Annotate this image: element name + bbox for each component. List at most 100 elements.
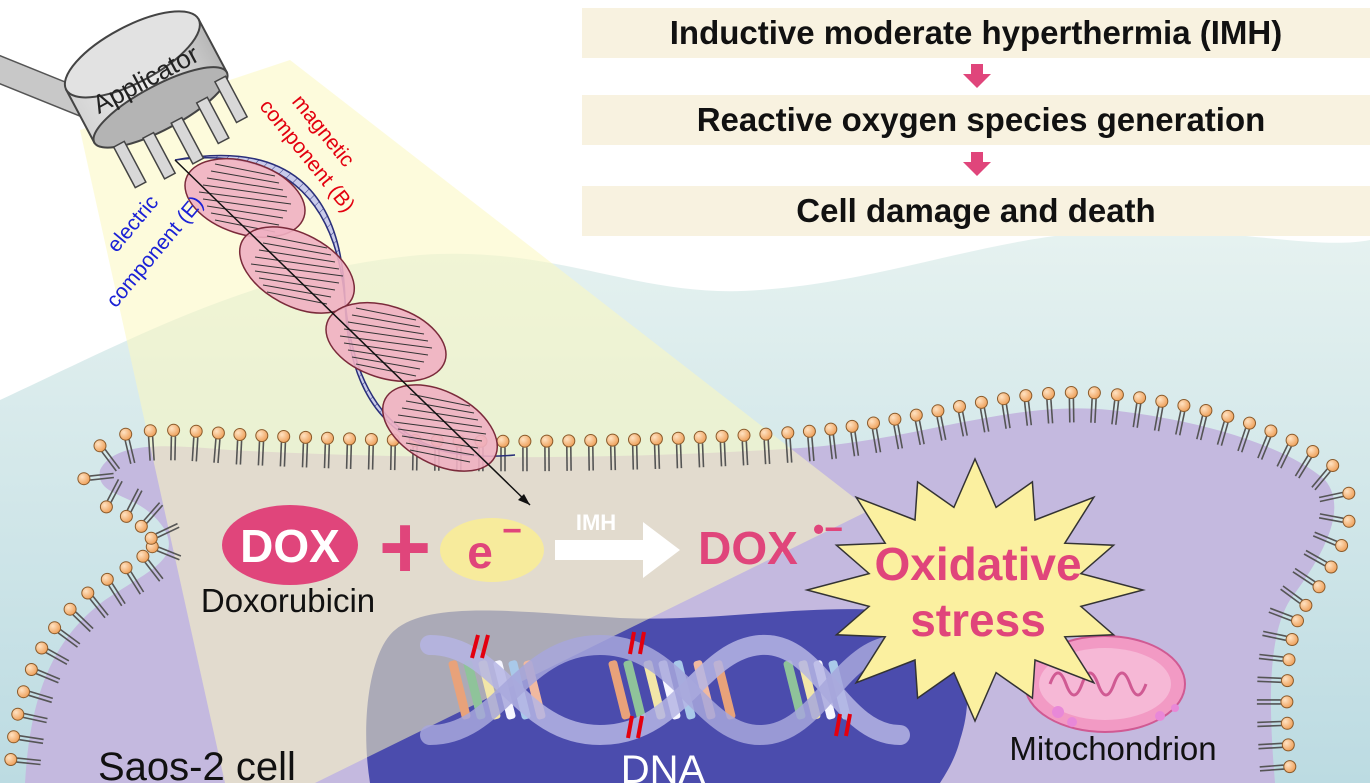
dna-label: DNA <box>621 748 706 783</box>
step-arrow-1 <box>963 64 991 88</box>
membrane-lipid <box>518 434 532 472</box>
doxorubicin-label: Doxorubicin <box>201 582 375 619</box>
electric-lobes <box>174 154 516 457</box>
membrane-lipid <box>48 621 81 648</box>
membrane-lipid <box>99 479 123 514</box>
electron-charge: − <box>502 512 522 550</box>
field-vector <box>258 249 336 263</box>
membrane-lipid <box>802 424 816 462</box>
step-box-2 <box>582 95 1370 145</box>
membrane-lipid <box>1318 513 1356 528</box>
membrane-lipid <box>364 433 378 470</box>
field-vector <box>198 191 292 205</box>
membrane-lipid <box>584 434 598 471</box>
cell-label: Saos-2 cell <box>98 745 296 783</box>
field-vector <box>405 442 475 456</box>
field-vector <box>202 184 288 198</box>
membrane-lipid <box>189 424 203 462</box>
membrane-lipid <box>1237 416 1256 453</box>
field-vector <box>409 449 471 463</box>
membrane-lipid <box>1257 716 1294 730</box>
field-vector <box>355 307 417 321</box>
base-pair <box>448 660 471 720</box>
base-pair <box>623 660 646 720</box>
field-vector <box>343 328 429 342</box>
field-vector <box>266 235 328 249</box>
field-vector <box>401 435 479 449</box>
membrane-lipid <box>540 434 554 472</box>
membrane-lipid <box>1311 459 1340 491</box>
process-steps: Inductive moderate hyperthermia (IMH) Re… <box>582 8 1370 236</box>
membrane-lipid <box>1276 433 1299 469</box>
membrane-lipid <box>671 431 685 469</box>
dox-radical: DOX <box>698 522 798 574</box>
membrane-lipid <box>781 426 795 463</box>
membrane-lipid <box>628 433 641 470</box>
electron-ellipse <box>440 518 544 582</box>
field-vector <box>250 263 344 277</box>
membrane-lipid <box>715 429 729 467</box>
membrane-lipid <box>1258 738 1295 752</box>
membrane-lipid <box>1019 389 1033 426</box>
field-vector <box>339 335 433 349</box>
membrane-lipid <box>119 561 145 595</box>
membrane-lipid <box>1280 585 1313 612</box>
membrane-lipid <box>649 432 663 470</box>
membrane-lipid <box>1294 445 1320 479</box>
membrane-lipid <box>1259 760 1297 774</box>
field-vector <box>254 270 340 284</box>
base-pair <box>608 660 631 720</box>
membrane-lipid <box>845 419 860 457</box>
membrane-lipid <box>144 522 180 545</box>
membrane-lipid <box>233 428 247 465</box>
stress-starburst <box>804 457 1146 723</box>
membrane-lipid <box>35 641 70 665</box>
membrane-lipid <box>931 404 947 441</box>
membrane-lipid <box>759 427 773 465</box>
field-vector <box>401 407 479 421</box>
applicator: Applicator <box>0 10 249 189</box>
membrane-lipid <box>1256 695 1294 709</box>
field-vector <box>343 342 429 356</box>
membrane-lipid <box>1257 674 1294 688</box>
wave-axis <box>174 159 531 506</box>
membrane-lipid <box>1303 549 1338 574</box>
membrane-lipid <box>1153 394 1169 432</box>
dna-helix <box>420 631 910 746</box>
membrane-lipid <box>606 433 620 471</box>
membrane-lipid <box>1196 404 1213 441</box>
membrane-lipid <box>1257 424 1278 460</box>
membrane-lipid <box>997 392 1011 429</box>
field-vector <box>409 393 471 407</box>
field-vector <box>347 349 425 363</box>
stress-line1: Oxidative <box>874 538 1081 590</box>
step-box-1 <box>582 8 1370 58</box>
step-arrow-2 <box>963 152 991 176</box>
imh-arrow-label: IMH <box>576 510 616 535</box>
mitochondrion-label: Mitochondrion <box>1009 730 1216 767</box>
membrane-lipid <box>1318 486 1356 503</box>
step-box-3 <box>582 186 1370 236</box>
membrane-lipid <box>737 428 751 466</box>
membrane-lipid <box>299 430 313 468</box>
dna-break-marks <box>470 631 852 739</box>
field-vector <box>351 356 421 370</box>
membrane-lipid <box>255 429 269 466</box>
field-vector <box>206 177 284 191</box>
field-vector <box>355 363 417 377</box>
field-vector <box>214 163 276 177</box>
field-vector <box>262 242 332 256</box>
membrane-lipid <box>134 502 164 533</box>
membrane-lipid <box>7 730 44 745</box>
reaction: DOX Doxorubicin + e − IMH DOX •− <box>201 498 843 619</box>
oxidative-stress-burst: Oxidative stress <box>804 457 1146 723</box>
membrane-lipid <box>17 685 54 704</box>
membrane-lipid <box>4 753 41 766</box>
membrane-lipid <box>1312 531 1349 552</box>
membrane-lipid <box>1110 388 1124 425</box>
membrane-lipid <box>211 426 225 464</box>
membrane-lipid <box>119 488 143 523</box>
step-1-text: Inductive moderate hyperthermia (IMH) <box>670 14 1282 51</box>
